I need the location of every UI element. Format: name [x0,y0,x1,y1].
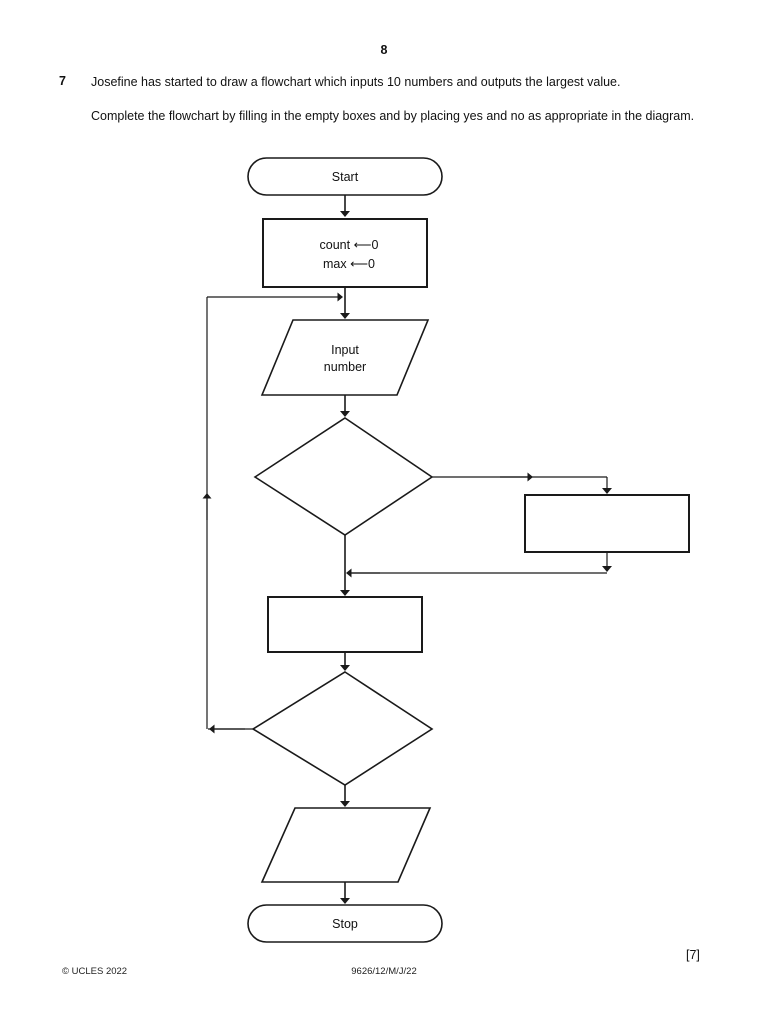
node-stop: Stop [247,904,443,943]
node-start: Start [247,157,443,196]
node-init-label-line2: max ⟵0 [323,257,375,271]
node-output [260,807,432,883]
question-instruction: Complete the flowchart by filling in the… [91,109,695,123]
page-number: 8 [380,43,388,57]
node-process-right [524,494,690,553]
node-stop-label: Stop [332,917,358,931]
node-decision-2 [251,671,434,786]
question-stem: Josefine has started to draw a flowchart… [91,75,621,89]
node-init: count ⟵0 max ⟵0 [262,218,428,288]
node-input-label-line1: Input [331,343,359,357]
node-process-2 [267,596,423,653]
question-number: 7 [59,74,66,88]
node-start-label: Start [332,170,359,184]
footer-paper-code: 9626/12/M/J/22 [351,966,417,977]
node-init-label-line1: count ⟵0 [320,238,379,252]
node-input-number: Input number [260,319,430,396]
node-decision-1 [253,417,434,536]
node-input-label-line2: number [324,360,366,374]
footer-copyright: © UCLES 2022 [62,966,128,977]
question-marks: [7] [686,948,700,962]
